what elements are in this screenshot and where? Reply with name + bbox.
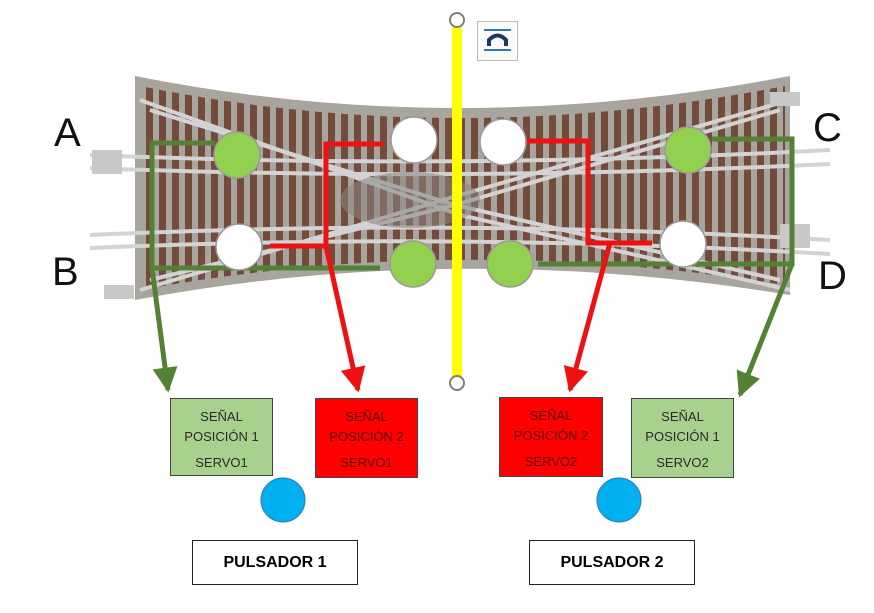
box-line-servo: SERVO2 bbox=[656, 455, 709, 470]
signal-lights bbox=[213, 116, 712, 288]
servo1-position2-route bbox=[270, 141, 383, 393]
servo2-position2-box: SEÑAL POSICIÓN 2 SERVO2 bbox=[499, 397, 603, 477]
track-label-b: B bbox=[52, 250, 79, 294]
servo2-position1-route bbox=[538, 136, 795, 398]
tunnel-icon[interactable] bbox=[477, 21, 518, 61]
pulsador1-label: PULSADOR 1 bbox=[192, 540, 358, 585]
servo1-position1-route bbox=[149, 140, 380, 393]
signal-light-d-white bbox=[659, 220, 707, 268]
pulsador1-button[interactable] bbox=[260, 477, 306, 523]
rail-end-a bbox=[92, 150, 122, 174]
signal-light-b-green bbox=[389, 240, 437, 288]
box-line-senal: SEÑAL bbox=[661, 409, 704, 424]
box-line-senal: SEÑAL bbox=[200, 409, 243, 424]
divider-handle-bottom[interactable] bbox=[449, 375, 465, 391]
rail-end-b bbox=[104, 285, 134, 299]
box-line-servo: SERVO2 bbox=[524, 454, 578, 469]
track-label-c: C bbox=[813, 106, 842, 150]
signal-light-c-white bbox=[479, 118, 527, 166]
track-center-frog bbox=[340, 172, 480, 228]
box-line-position: POSICIÓN 1 bbox=[645, 429, 720, 444]
signal-light-b-white bbox=[215, 223, 263, 271]
box-line-servo: SERVO1 bbox=[340, 455, 393, 470]
box-line-senal: SEÑAL bbox=[345, 409, 388, 424]
rail-end-d bbox=[780, 224, 810, 248]
signal-light-d-green bbox=[486, 240, 534, 288]
divider-handle-top[interactable] bbox=[449, 12, 465, 28]
pulsador2-label: PULSADOR 2 bbox=[529, 540, 695, 585]
signal-light-a-white bbox=[390, 116, 438, 164]
signal-light-c-green bbox=[664, 126, 712, 174]
servo1-position2-box: SEÑAL POSICIÓN 2 SERVO1 bbox=[315, 398, 418, 478]
pulsador2-button[interactable] bbox=[596, 477, 642, 523]
servo1-position1-box: SEÑAL POSICIÓN 1 SERVO1 bbox=[170, 398, 273, 476]
box-line-servo: SERVO1 bbox=[195, 455, 248, 470]
box-line-senal: SEÑAL bbox=[529, 408, 573, 423]
servo2-position1-box: SEÑAL POSICIÓN 1 SERVO2 bbox=[631, 398, 734, 478]
signal-light-a-green bbox=[213, 131, 261, 179]
servo2-position2-route bbox=[525, 138, 652, 393]
track-label-a: A bbox=[54, 111, 81, 155]
box-line-position: POSICIÓN 1 bbox=[184, 429, 259, 444]
rail-end-c bbox=[770, 92, 800, 106]
box-line-position: POSICIÓN 2 bbox=[513, 428, 589, 443]
box-line-position: POSICIÓN 2 bbox=[329, 429, 404, 444]
track-label-d: D bbox=[818, 254, 847, 298]
